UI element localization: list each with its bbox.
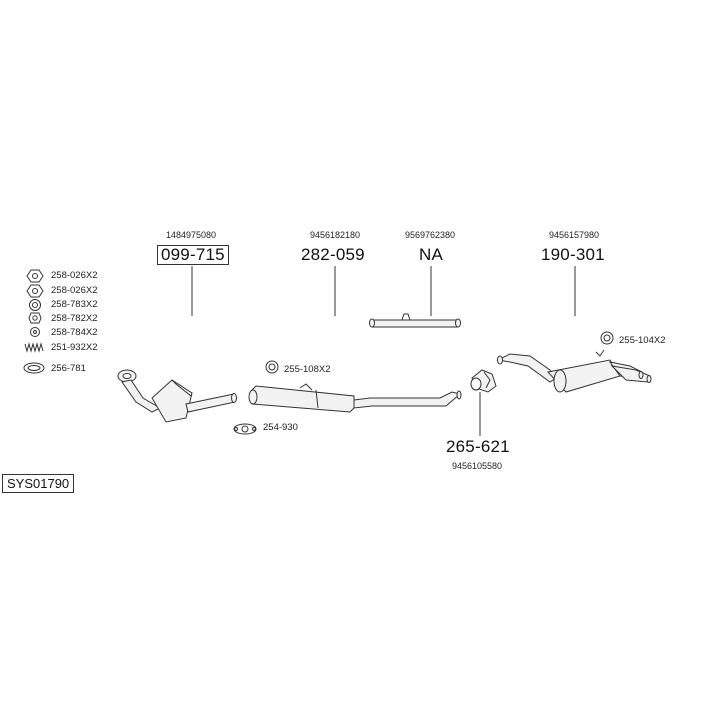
- legend-label: 258-782X2: [51, 313, 98, 324]
- rear-silencer: [496, 349, 652, 393]
- callout-rubber-mount-middle: 255-108X2: [284, 364, 331, 375]
- part-number-middle-silencer[interactable]: 282-059: [301, 245, 365, 264]
- oem-number-clamp: 9456105580: [452, 461, 503, 471]
- part-number-rear-silencer[interactable]: 190-301: [541, 245, 605, 264]
- legend-label: 251-932X2: [51, 342, 98, 353]
- oem-number-rear-silencer: 9456157980: [549, 230, 600, 240]
- oem-number-catalyst: 1484975080: [166, 230, 217, 240]
- clamp-icon: [470, 369, 497, 393]
- washer-icon: [30, 327, 40, 337]
- legend-label: 256-781: [51, 363, 86, 374]
- system-code: SYS01790: [2, 474, 75, 493]
- part-number-clamp[interactable]: 265-621: [446, 437, 510, 456]
- part-number-pipe[interactable]: NA: [419, 245, 444, 264]
- legend-label: 258-784X2: [51, 327, 98, 338]
- nut-icon: [28, 312, 42, 324]
- hex-nut-icon: [26, 269, 44, 283]
- catalytic-converter: [117, 369, 237, 423]
- ring-gasket-icon: [23, 362, 45, 374]
- oem-number-pipe: 9569762380: [405, 230, 456, 240]
- connecting-pipe: [369, 313, 461, 328]
- legend-label: 258-026X2: [51, 270, 98, 281]
- rubber-mount-icon: [265, 360, 279, 374]
- callout-flange-gasket: 254-930: [263, 422, 298, 433]
- callout-rubber-mount-rear: 255-104X2: [619, 335, 666, 346]
- middle-silencer: [248, 383, 462, 413]
- hex-nut-icon: [26, 284, 44, 298]
- legend-label: 258-026X2: [51, 285, 98, 296]
- nut-icon: [29, 299, 41, 311]
- legend-label: 258-783X2: [51, 299, 98, 310]
- oem-number-middle-silencer: 9456182180: [310, 230, 361, 240]
- flange-gasket-icon: [233, 423, 257, 435]
- rubber-mount-icon: [600, 331, 614, 345]
- part-number-catalyst[interactable]: 099-715: [157, 245, 229, 265]
- spring-icon: [24, 342, 44, 353]
